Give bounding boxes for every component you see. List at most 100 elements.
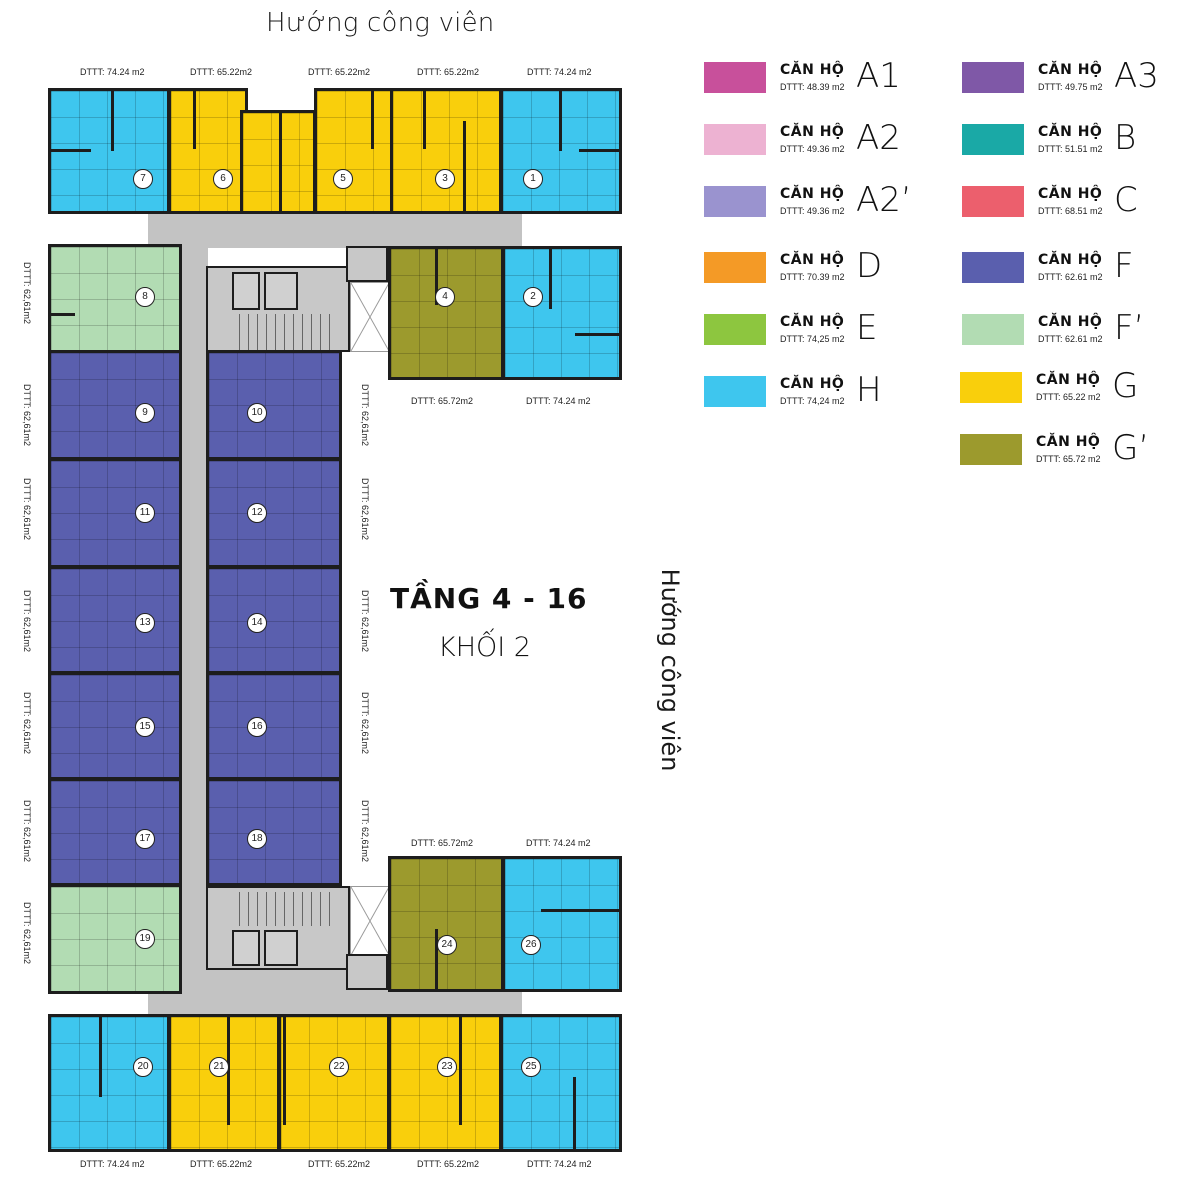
area-label-unit-9: DTTT: 62,61m2 — [22, 384, 32, 447]
legend-swatch — [704, 252, 766, 283]
unit-number: 2 — [523, 287, 543, 307]
area-label-unit-3: DTTT: 65.22m2 — [417, 67, 480, 77]
floor-plan: DTTT: 74.24 m2 DTTT: 65.22m2 DTTT: 65.22… — [22, 67, 622, 1169]
unit-number: 23 — [437, 1057, 457, 1077]
floor-title: TẦNG 4 - 16 — [390, 582, 588, 615]
area-label-unit-20: DTTT: 74.24 m2 — [80, 1159, 145, 1169]
legend-area: DTTT: 49.75 m2 — [1038, 82, 1103, 92]
legend-code: A2’ — [856, 180, 912, 220]
legend-area: DTTT: 49.36 m2 — [780, 206, 845, 216]
legend-swatch — [960, 372, 1022, 403]
area-label-unit-24: DTTT: 65.72m2 — [411, 838, 474, 848]
unit-number: 16 — [247, 717, 267, 737]
unit-number: 12 — [247, 503, 267, 523]
unit-3[interactable]: 3 — [390, 88, 502, 214]
upper-core-stairs-elevators — [206, 266, 350, 352]
side-direction-label: Hướng công viên — [640, 560, 700, 780]
legend-swatch — [704, 186, 766, 217]
unit-22[interactable]: 22 — [278, 1014, 390, 1152]
area-label-unit-19: DTTT: 62,61m2 — [22, 902, 32, 965]
unit-18[interactable]: 18 — [206, 778, 342, 886]
lower-core-service — [346, 954, 388, 990]
unit-2[interactable]: 2 — [502, 246, 622, 380]
area-label-unit-13: DTTT: 62,61m2 — [22, 590, 32, 653]
legend-swatch — [962, 314, 1024, 345]
area-label-unit-16: DTTT: 62,61m2 — [360, 692, 370, 755]
area-label-unit-10: DTTT: 62,61m2 — [360, 384, 370, 447]
unit-number: 3 — [435, 169, 455, 189]
legend-area: DTTT: 48.39 m2 — [780, 82, 845, 92]
legend-code: G — [1112, 366, 1139, 406]
area-label-unit-5: DTTT: 65.22m2 — [308, 67, 371, 77]
legend-code: G’ — [1112, 428, 1150, 468]
unit-number: 5 — [333, 169, 353, 189]
legend-code: A1 — [856, 56, 901, 96]
unit-8[interactable]: 8 — [48, 244, 182, 354]
unit-number: 10 — [247, 403, 267, 423]
unit-number: 15 — [135, 717, 155, 737]
legend-kind: CĂN HỘ — [780, 252, 845, 268]
side-direction-text: Hướng công viên — [656, 568, 684, 772]
unit-number: 4 — [435, 287, 455, 307]
unit-19[interactable]: 19 — [48, 884, 182, 994]
upper-void — [350, 282, 390, 352]
unit-number: 8 — [135, 287, 155, 307]
legend-kind: CĂN HỘ — [1038, 314, 1103, 330]
unit-15[interactable]: 15 — [48, 672, 182, 780]
legend-code: H — [856, 370, 882, 410]
legend-area: DTTT: 70.39 m2 — [780, 272, 845, 282]
area-label-unit-15: DTTT: 62,61m2 — [22, 692, 32, 755]
unit-number: 26 — [521, 935, 541, 955]
unit-17[interactable]: 17 — [48, 778, 182, 886]
unit-25[interactable]: 25 — [500, 1014, 622, 1152]
top-direction-label: Hướng công viên — [266, 8, 495, 38]
legend-code: A3 — [1114, 56, 1159, 96]
area-label-unit-25: DTTT: 74.24 m2 — [527, 1159, 592, 1169]
unit-24[interactable]: 24 — [388, 856, 504, 992]
unit-20[interactable]: 20 — [48, 1014, 170, 1152]
legend-kind: CĂN HỘ — [1038, 186, 1103, 202]
legend-swatch — [704, 124, 766, 155]
legend-kind: CĂN HỘ — [780, 62, 845, 78]
unit-number: 11 — [135, 503, 155, 523]
unit-number: 14 — [247, 613, 267, 633]
unit-6[interactable]: 6 — [168, 88, 248, 214]
legend-code: B — [1114, 118, 1137, 158]
unit-number: 13 — [135, 613, 155, 633]
legend-swatch — [962, 186, 1024, 217]
unit-21[interactable]: 21 — [168, 1014, 280, 1152]
unit-6-5-bath — [240, 110, 316, 214]
unit-1[interactable]: 1 — [500, 88, 622, 214]
unit-4[interactable]: 4 — [388, 246, 504, 380]
legend-code: D — [856, 246, 883, 286]
legend-area: DTTT: 74,25 m2 — [780, 334, 845, 344]
unit-number: 1 — [523, 169, 543, 189]
unit-number: 24 — [437, 935, 457, 955]
legend-swatch — [960, 434, 1022, 465]
area-label-unit-4: DTTT: 65.72m2 — [411, 396, 474, 406]
legend-kind: CĂN HỘ — [1038, 252, 1103, 268]
corridor-vertical — [182, 212, 208, 1020]
unit-14[interactable]: 14 — [206, 566, 342, 674]
area-label-unit-12: DTTT: 62,61m2 — [360, 478, 370, 541]
unit-number: 20 — [133, 1057, 153, 1077]
unit-11[interactable]: 11 — [48, 458, 182, 568]
unit-7[interactable]: 7 — [48, 88, 170, 214]
area-label-unit-23: DTTT: 65.22m2 — [417, 1159, 480, 1169]
unit-number: 7 — [133, 169, 153, 189]
unit-23[interactable]: 23 — [388, 1014, 502, 1152]
legend-area: DTTT: 68.51 m2 — [1038, 206, 1103, 216]
area-label-unit-11: DTTT: 62,61m2 — [22, 478, 32, 541]
unit-5[interactable]: 5 — [314, 88, 394, 214]
area-label-unit-18: DTTT: 62,61m2 — [360, 800, 370, 863]
area-label-unit-17: DTTT: 62,61m2 — [22, 800, 32, 863]
unit-16[interactable]: 16 — [206, 672, 342, 780]
unit-13[interactable]: 13 — [48, 566, 182, 674]
legend-kind: CĂN HỘ — [1036, 434, 1101, 450]
unit-number: 17 — [135, 829, 155, 849]
unit-26[interactable]: 26 — [502, 856, 622, 992]
unit-12[interactable]: 12 — [206, 458, 342, 568]
unit-9[interactable]: 9 — [48, 350, 182, 460]
legend-area: DTTT: 62.61 m2 — [1038, 272, 1103, 282]
unit-10[interactable]: 10 — [206, 350, 342, 460]
